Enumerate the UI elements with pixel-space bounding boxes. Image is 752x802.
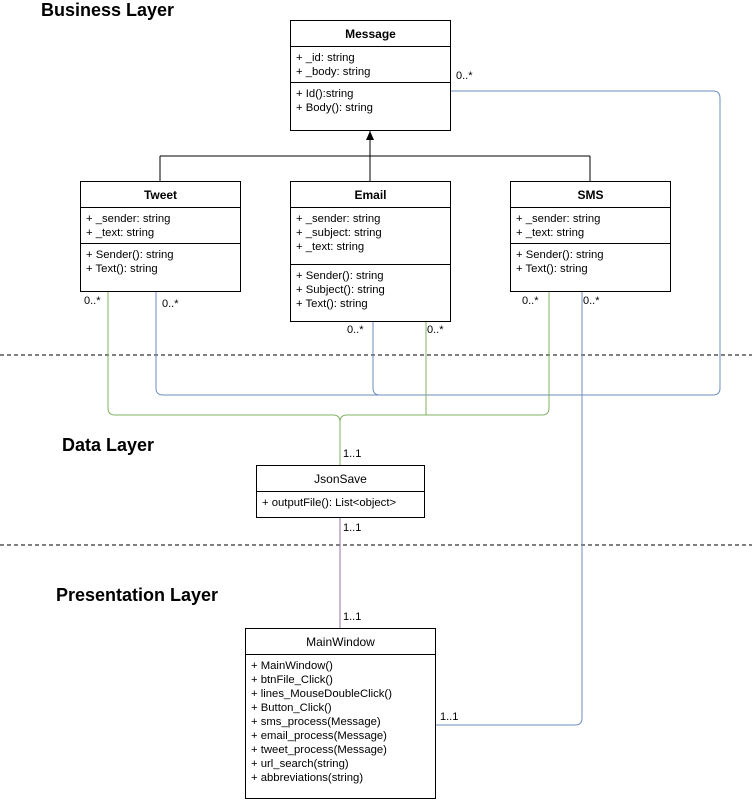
class-name: MainWindow [246,629,435,655]
class-jsonsave[interactable]: JsonSave + outputFile(): List<object> [256,465,425,518]
method: + Id():string [296,88,354,100]
class-sms[interactable]: SMS + _sender: string + _text: string + … [510,181,671,292]
class-message[interactable]: Message + _id: string + _body: string + … [290,20,451,131]
class-name: SMS [511,182,670,208]
multiplicity-jsonsave-top: 1..1 [343,448,362,460]
method: + Sender(): string [86,249,174,261]
method: + Button_Click() [251,702,332,714]
multiplicity-email-blue: 0..* [347,324,364,336]
method: + Subject(): string [296,284,385,296]
multiplicity-sms-green: 0..* [522,295,539,307]
class-name: JsonSave [257,466,424,492]
jsonsave-association-green [107,292,550,465]
method: + Sender(): string [296,270,384,282]
field: + _id: string [296,52,355,64]
methods-section: + Id():string + Body(): string [291,82,450,118]
field: + _subject: string [296,227,382,239]
method: + Sender(): string [516,249,604,261]
method: + lines_MouseDoubleClick() [251,688,392,700]
method: + email_process(Message) [251,730,387,742]
method: + outputFile(): List<object> [262,497,397,509]
class-name: Tweet [81,182,240,208]
method: + abbreviations(string) [251,772,364,784]
method: + tweet_process(Message) [251,744,387,756]
fields-section: + _id: string + _body: string [291,47,450,82]
field: + _sender: string [296,213,381,225]
field: + _sender: string [516,213,601,225]
field: + _sender: string [86,213,171,225]
methods-section: + Sender(): string + Text(): string [511,243,670,279]
class-name: Email [291,182,450,208]
method: + MainWindow() [251,660,333,672]
method: + Text(): string [516,263,588,275]
class-mainwindow[interactable]: MainWindow + MainWindow() + btnFile_Clic… [245,628,436,799]
field: + _text: string [86,227,155,239]
field: + _body: string [296,66,371,78]
multiplicity-mainwindow-right: 1..1 [440,711,459,723]
business-layer-title: Business Layer [41,0,175,20]
multiplicity-mainwindow-top: 1..1 [343,611,362,623]
multiplicity-tweet-green: 0..* [84,295,101,307]
multiplicity-sms-blue: 0..* [583,295,600,307]
methods-section: + MainWindow() + btnFile_Click() + lines… [246,655,435,788]
multiplicity-message: 0..* [456,70,473,82]
inheritance-connector [159,131,591,181]
multiplicity-tweet-blue: 0..* [162,298,179,310]
field: + _text: string [296,241,365,253]
method: + Text(): string [296,298,368,310]
method: + btnFile_Click() [251,674,333,686]
method: + sms_process(Message) [251,716,381,728]
method: + url_search(string) [251,758,349,770]
presentation-layer-title: Presentation Layer [56,585,219,605]
sms-mainwindow-association [436,292,583,726]
multiplicity-email-green: 0..* [427,324,444,336]
class-email[interactable]: Email + _sender: string + _subject: stri… [290,181,451,322]
multiplicity-jsonsave-bottom: 1..1 [343,522,362,534]
inheritance-arrowhead [366,131,374,140]
fields-section: + _sender: string + _text: string [81,208,240,243]
method: + Text(): string [86,263,158,275]
class-name: Message [291,21,450,47]
methods-section: + Sender(): string + Text(): string [81,243,240,279]
method: + Body(): string [296,102,373,114]
message-association-blue [155,90,721,396]
methods-section: + Sender(): string + Subject(): string +… [291,264,450,314]
fields-section: + _sender: string + _subject: string + _… [291,208,450,264]
class-tweet[interactable]: Tweet + _sender: string + _text: string … [80,181,241,292]
fields-section: + _sender: string + _text: string [511,208,670,243]
field: + _text: string [516,227,585,239]
data-layer-title: Data Layer [62,435,155,455]
methods-section: + outputFile(): List<object> [257,492,424,513]
